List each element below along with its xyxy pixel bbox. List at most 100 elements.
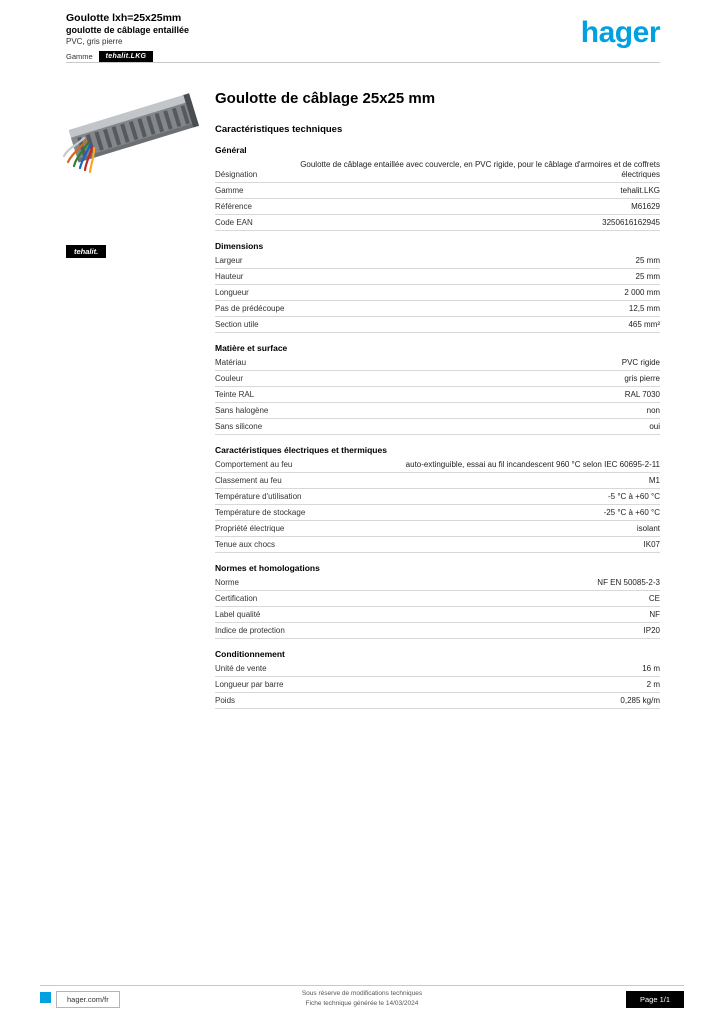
spec-row: Section utile 465 mm²: [215, 317, 660, 333]
spec-label: Hauteur: [215, 271, 244, 281]
spec-row: Sans halogène non: [215, 403, 660, 419]
technical-characteristics-subtitle: Caractéristiques techniques: [215, 124, 343, 135]
cable-wires: [62, 136, 96, 174]
spec-label: Sans halogène: [215, 405, 269, 415]
spec-label: Sans silicone: [215, 421, 263, 431]
spec-row: Tenue aux chocs IK07: [215, 537, 660, 553]
spec-row: Température de stockage -25 °C à +60 °C: [215, 505, 660, 521]
spec-row: Matériau PVC rigide: [215, 355, 660, 371]
range-badge: tehalit.LKG: [98, 50, 154, 62]
spec-value: 25 mm: [635, 271, 660, 281]
spec-label: Couleur: [215, 373, 244, 383]
spec-value: 465 mm²: [628, 319, 660, 329]
spec-value: M61629: [631, 201, 660, 211]
spec-label: Température de stockage: [215, 507, 306, 517]
footer: hager.com/fr Sous réserve de modificatio…: [40, 988, 684, 1010]
header-product-block: Goulotte lxh=25x25mm goulotte de câblage…: [66, 12, 189, 62]
spec-row: Longueur par barre 2 m: [215, 677, 660, 693]
spec-value: 2 m: [646, 679, 660, 689]
spec-section-heading: Conditionnement: [215, 649, 285, 659]
spec-row: Classement au feu M1: [215, 473, 660, 489]
spec-value: NF EN 50085-2-3: [597, 577, 660, 587]
spec-section-heading: Matière et surface: [215, 343, 288, 353]
spec-value: 16 m: [642, 663, 660, 673]
spec-row: Code EAN 3250616162945: [215, 215, 660, 231]
spec-section-heading: Général: [215, 145, 247, 155]
hager-logo: hager: [580, 16, 661, 49]
spec-label: Température d'utilisation: [215, 491, 302, 501]
spec-row: Hauteur 25 mm: [215, 269, 660, 285]
spec-row: Gamme tehalit.LKG: [215, 183, 660, 199]
spec-label: Comportement au feu: [215, 459, 293, 469]
footer-divider: [40, 985, 684, 986]
spec-label: Référence: [215, 201, 252, 211]
spec-label: Teinte RAL: [215, 389, 255, 399]
spec-label: Largeur: [215, 255, 243, 265]
spec-value: 25 mm: [635, 255, 660, 265]
spec-value: 0,285 kg/m: [620, 695, 660, 705]
spec-section-heading: Normes et homologations: [215, 563, 320, 573]
spec-value: -25 °C à +60 °C: [603, 507, 660, 517]
page-title: Goulotte de câblage 25x25 mm: [215, 90, 436, 107]
spec-label: Section utile: [215, 319, 259, 329]
spec-label: Matériau: [215, 357, 247, 367]
spec-label: Désignation: [215, 169, 258, 179]
spec-section-heading: Dimensions: [215, 241, 264, 251]
spec-label: Longueur par barre: [215, 679, 284, 689]
header-product-description: goulotte de câblage entaillée: [66, 25, 190, 36]
spec-label: Propriété électrique: [215, 523, 285, 533]
spec-label: Tenue aux chocs: [215, 539, 276, 549]
spec-value: IK07: [643, 539, 660, 549]
header-range-label: Gamme: [66, 51, 93, 61]
header-product-ref: Goulotte lxh=25x25mm: [66, 12, 182, 24]
spec-value: NF: [649, 609, 660, 619]
spec-label: Indice de protection: [215, 625, 285, 635]
spec-value: -5 °C à +60 °C: [608, 491, 660, 501]
spec-value: RAL 7030: [624, 389, 660, 399]
spec-value: isolant: [636, 523, 660, 533]
main-content: Goulotte de câblage 25x25 mm Caractérist…: [215, 90, 660, 709]
footer-legal-line2: Fiche technique générée le 14/03/2024: [305, 999, 419, 1007]
spec-label: Poids: [215, 695, 236, 705]
spec-value: M1: [648, 475, 660, 485]
spec-value: tehalit.LKG: [620, 185, 660, 195]
spec-value: 12,5 mm: [628, 303, 660, 313]
hager-website-link[interactable]: hager.com/fr: [56, 991, 120, 1008]
spec-label: Label qualité: [215, 609, 261, 619]
header-range-row: Gamme tehalit.LKG: [66, 50, 189, 62]
spec-label: Longueur: [215, 287, 249, 297]
spec-value: CE: [648, 593, 660, 603]
spec-row: Poids 0,285 kg/m: [215, 693, 660, 709]
spec-row: Sans silicone oui: [215, 419, 660, 435]
spec-value: oui: [649, 421, 660, 431]
hager-brand-square: [40, 992, 51, 1003]
spec-label: Certification: [215, 593, 258, 603]
spec-row: Température d'utilisation -5 °C à +60 °C: [215, 489, 660, 505]
spec-row: Référence M61629: [215, 199, 660, 215]
page-number-box: Page 1/1: [625, 991, 684, 1008]
spec-row: Certification CE: [215, 591, 660, 607]
spec-label: Code EAN: [215, 217, 253, 227]
header-product-detail: PVC, gris pierre: [66, 36, 123, 46]
spec-row: Teinte RAL RAL 7030: [215, 387, 660, 403]
footer-legal-line1: Sous réserve de modifications techniques: [301, 990, 423, 998]
footer-legal-text: Sous réserve de modifications techniques…: [302, 989, 422, 1008]
spec-value: 3250616162945: [602, 217, 660, 227]
tehalit-brand-badge: tehalit.: [66, 245, 107, 258]
spec-label: Unité de vente: [215, 663, 267, 673]
spec-label: Gamme: [215, 185, 244, 195]
spec-row: Largeur 25 mm: [215, 253, 660, 269]
spec-row: Propriété électrique isolant: [215, 521, 660, 537]
spec-label: Classement au feu: [215, 475, 282, 485]
spec-value: PVC rigide: [621, 357, 660, 367]
spec-value: non: [646, 405, 660, 415]
